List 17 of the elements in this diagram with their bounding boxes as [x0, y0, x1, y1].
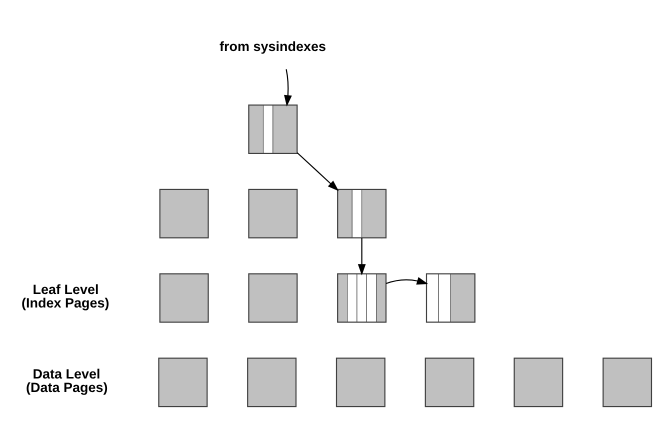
node-box: [248, 273, 298, 323]
node-box: [158, 358, 208, 408]
node-box: [159, 188, 209, 238]
arrow: [284, 69, 292, 106]
arrow: [296, 152, 339, 192]
node-box: [514, 358, 564, 408]
node-box: [424, 358, 474, 408]
node-text: from sysindexes: [220, 39, 326, 54]
arrow: [386, 277, 428, 285]
node-box: [248, 188, 298, 238]
node-box: [159, 273, 209, 323]
arrow: [358, 238, 366, 276]
node-box: [602, 358, 652, 408]
label: Data Level (Data Pages): [26, 366, 108, 395]
label: Leaf Level (Index Pages): [22, 282, 110, 311]
node-box: [336, 358, 386, 408]
node-box: [247, 358, 297, 408]
